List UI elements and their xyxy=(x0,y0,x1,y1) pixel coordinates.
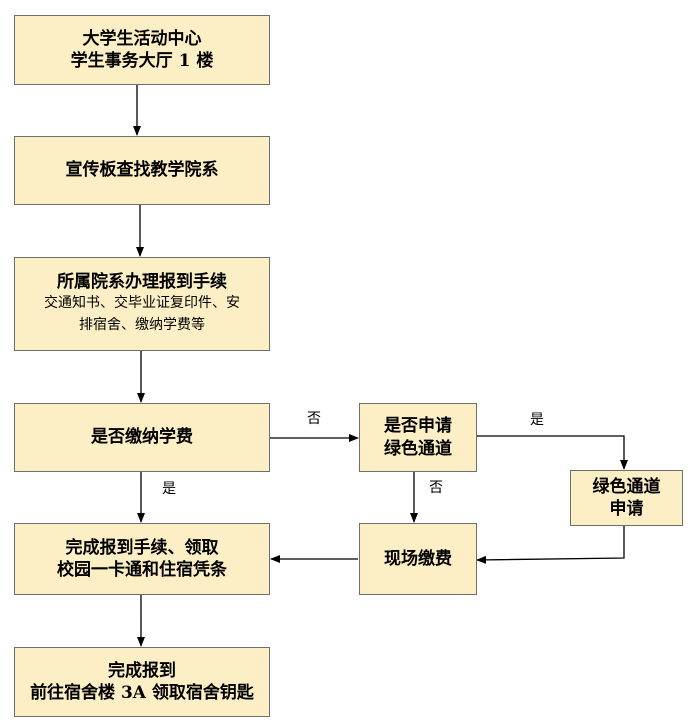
node-apply-line1: 是否申请 xyxy=(384,416,452,437)
node-paid-label: 是否缴纳学费 xyxy=(91,427,193,448)
node-green-line2: 申请 xyxy=(609,499,644,519)
node-complete: 完成报到手续、领取 校园一卡通和住宿凭条 xyxy=(14,523,270,595)
node-green-channel: 绿色通道 申请 xyxy=(570,470,683,526)
node-start-line1: 大学生活动中心 xyxy=(82,28,202,49)
node-complete-line2: 校园一卡通和住宿凭条 xyxy=(57,560,227,580)
node-final-line2: 前往宿舍楼 3A 领取宿舍钥匙 xyxy=(30,683,254,703)
node-onsite-label: 现场缴费 xyxy=(384,548,452,569)
node-dept-detail1: 交通知书、交毕业证复印件、安 xyxy=(44,295,240,312)
node-dept-title: 所属院系办理报到手续 xyxy=(57,272,227,293)
arrow-green-to-onsite xyxy=(476,525,625,564)
node-final-line1: 完成报到 xyxy=(108,660,176,681)
edge-label-apply-yes: 是 xyxy=(530,412,544,428)
node-dept: 所属院系办理报到手续 交通知书、交毕业证复印件、安 排宿舍、缴纳学费等 xyxy=(14,257,270,351)
node-board-label: 宣传板查找教学院系 xyxy=(65,160,219,181)
node-board: 宣传板查找教学院系 xyxy=(14,136,270,205)
node-paid: 是否缴纳学费 xyxy=(14,403,270,472)
node-apply-question: 是否申请 绿色通道 xyxy=(359,403,477,472)
edge-label-paid-no: 否 xyxy=(307,411,321,427)
edge-label-paid-yes: 是 xyxy=(162,481,176,497)
arrow-apply-to-green xyxy=(476,435,628,470)
node-apply-line2: 绿色通道 xyxy=(384,438,452,459)
node-green-line1: 绿色通道 xyxy=(592,476,661,497)
node-complete-line1: 完成报到手续、领取 xyxy=(65,537,219,558)
node-start-line2: 学生事务大厅 1 楼 xyxy=(70,51,214,71)
node-dept-detail2: 排宿舍、缴纳学费等 xyxy=(79,317,205,334)
edge-label-apply-no: 否 xyxy=(429,480,443,496)
node-start: 大学生活动中心 学生事务大厅 1 楼 xyxy=(14,15,270,85)
node-onsite-payment: 现场缴费 xyxy=(359,523,477,595)
node-final: 完成报到 前往宿舍楼 3A 领取宿舍钥匙 xyxy=(14,647,270,717)
